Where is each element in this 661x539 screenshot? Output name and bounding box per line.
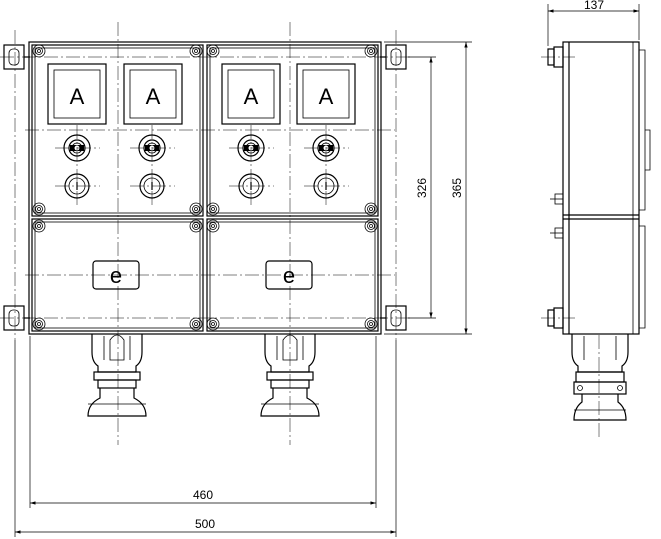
compartment-top-right xyxy=(206,44,379,217)
dimension-mount-height-text: 326 xyxy=(415,178,429,198)
ammeter-3-label: A xyxy=(244,84,259,109)
ammeter-4: A xyxy=(296,63,356,125)
indicator-window-2-label: e xyxy=(283,263,295,288)
enclosure-outline xyxy=(28,41,382,335)
dimension-overall-width-text: 500 xyxy=(195,517,215,531)
dimension-mount-width-text: 460 xyxy=(193,488,213,502)
dimension-mount-width: 460 xyxy=(29,336,377,508)
compartment-top-left xyxy=(31,44,204,217)
dimension-mount-height: 326 xyxy=(408,56,436,319)
front-center-lines xyxy=(0,22,410,445)
dimension-side-depth-text: 137 xyxy=(584,0,604,12)
dimension-overall-height: 365 xyxy=(384,41,472,335)
indicator-window-1-label: e xyxy=(110,263,122,288)
dimension-overall-height-text: 365 xyxy=(450,178,464,198)
front-view: A A A A xyxy=(0,22,410,445)
ammeter-2: A xyxy=(123,63,183,125)
ammeter-2-label: A xyxy=(146,84,161,109)
dimension-overall-width: 500 xyxy=(14,340,397,537)
dimension-side-depth: 137 xyxy=(547,0,640,46)
ammeter-4-label: A xyxy=(319,84,334,109)
ammeter-1: A xyxy=(47,63,107,125)
side-body xyxy=(562,41,640,335)
side-view xyxy=(541,41,651,440)
side-cable-gland xyxy=(571,334,629,421)
side-hinges xyxy=(550,193,564,239)
ammeter-3: A xyxy=(221,63,281,125)
cable-gland-left xyxy=(87,334,147,417)
ammeter-1-label: A xyxy=(70,84,85,109)
